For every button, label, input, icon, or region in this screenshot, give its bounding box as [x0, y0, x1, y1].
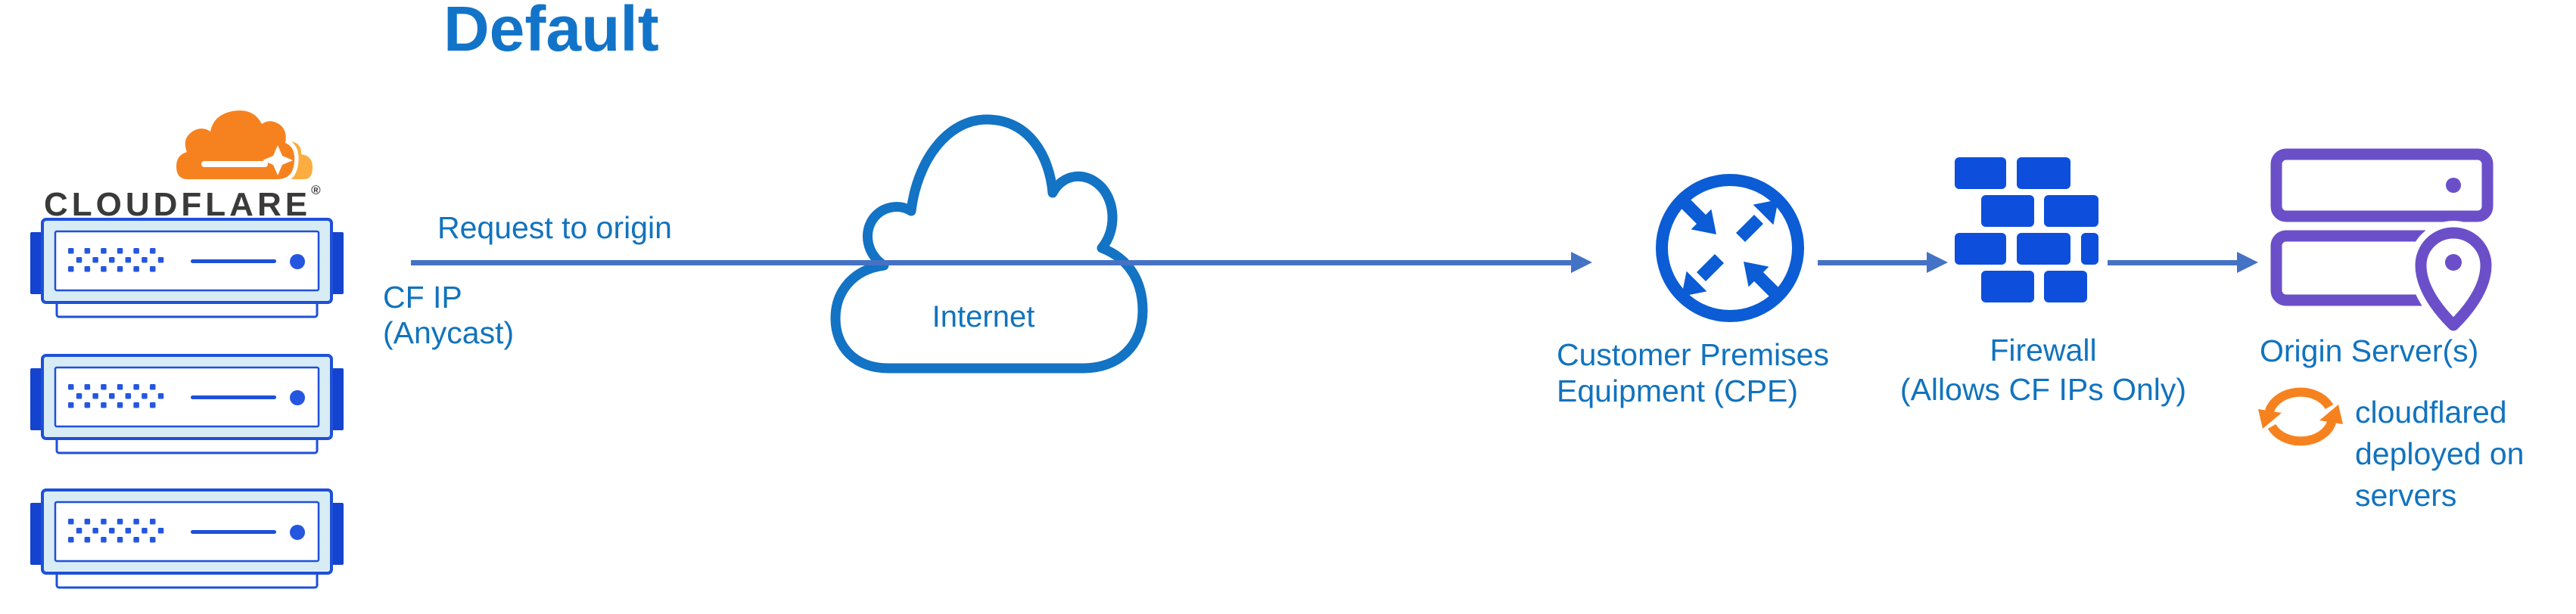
- cpe-label: Customer Premises Equipment (CPE): [1557, 337, 1829, 408]
- request-arrow-line: [411, 260, 1573, 265]
- request-to-origin-label: Request to origin: [437, 210, 672, 245]
- firewall-icon: [1955, 157, 2098, 302]
- cpe-router-icon: [1656, 174, 1804, 322]
- firewall-to-origin-arrow-head: [2237, 252, 2258, 273]
- internet-label: Internet: [932, 300, 1035, 333]
- cpe-to-firewall-arrow-line: [1818, 260, 1927, 265]
- cpe-to-firewall-arrow-head: [1927, 252, 1948, 273]
- cf-server-icon-2: [30, 353, 344, 456]
- cf-server-icon-3: [30, 488, 344, 591]
- firewall-label: Firewall (Allows CF IPs Only): [1899, 333, 2187, 407]
- cf-ip-anycast-label: CF IP (Anycast): [383, 280, 515, 350]
- cloudflared-sync-icon: [2258, 387, 2343, 446]
- cloudflare-wordmark: CLOUDFLARE®: [44, 183, 347, 224]
- registered-mark: ®: [311, 183, 321, 197]
- firewall-to-origin-arrow-line: [2108, 260, 2238, 265]
- cloudflare-wordmark-text: CLOUDFLARE: [44, 186, 312, 223]
- cloudflared-note-label: cloudflared deployed on servers: [2355, 395, 2525, 513]
- origin-servers-label: Origin Server(s): [2260, 333, 2479, 368]
- cloudflare-logo-icon: [176, 109, 313, 181]
- request-arrow-head: [1571, 252, 1592, 273]
- origin-servers-icon: [2270, 148, 2498, 336]
- internet-cloud-icon: [830, 114, 1148, 374]
- cf-server-icon-1: [30, 217, 344, 320]
- page-title: Default: [443, 0, 659, 64]
